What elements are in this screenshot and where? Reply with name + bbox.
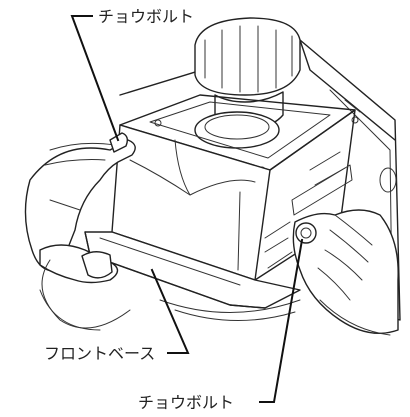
left-hand (24, 132, 136, 331)
label-front-base: フロントベース (44, 344, 155, 363)
label-bottom-bolt: チョウボルト (138, 393, 234, 412)
side-slots (264, 151, 353, 269)
leader-line-front-base (150, 268, 190, 354)
right-hand (292, 209, 399, 336)
leader-line-top-bolt (70, 15, 120, 142)
round-base (159, 299, 301, 321)
leader-line-bottom-bolt (259, 238, 304, 403)
label-top-bolt: チョウボルト (98, 7, 194, 26)
knob-clamp (194, 17, 301, 149)
